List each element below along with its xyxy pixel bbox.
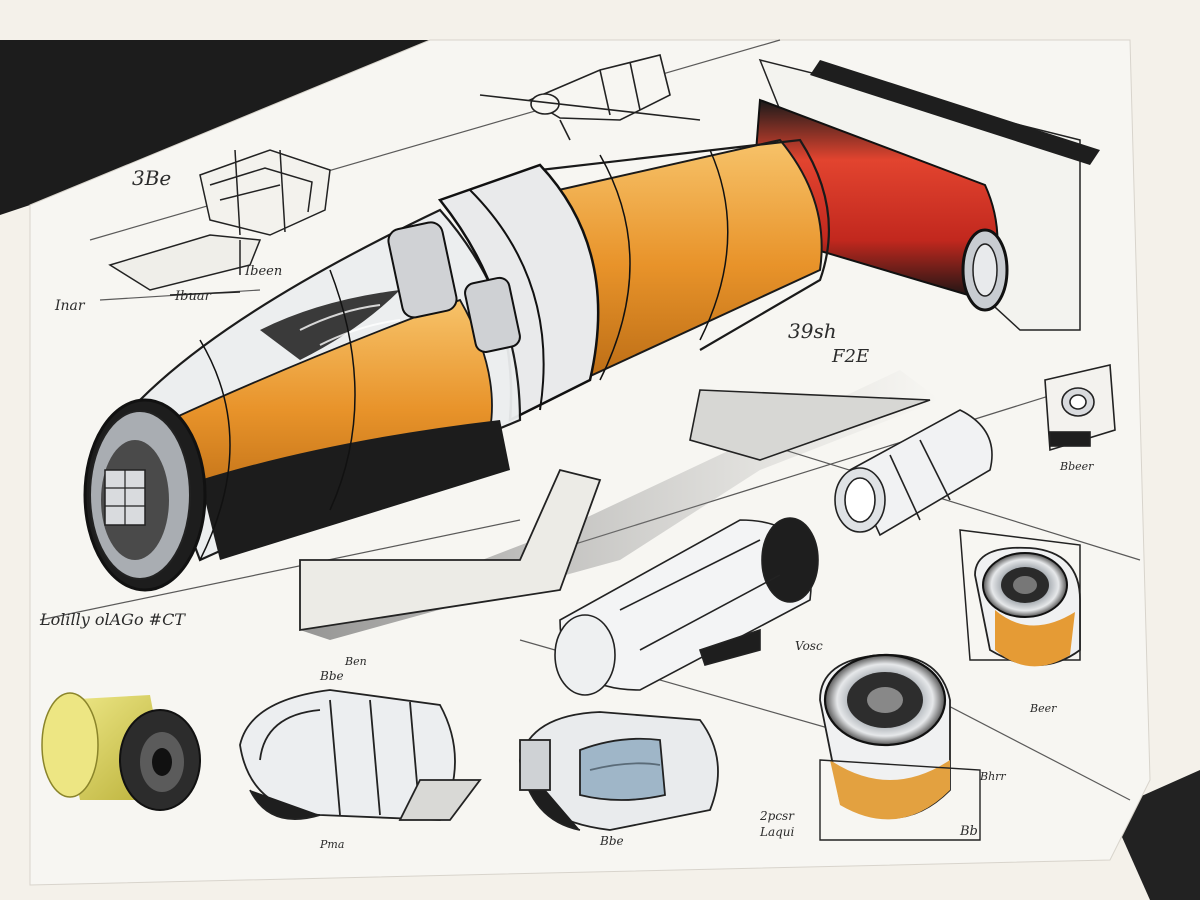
rear-red-cylinder: [748, 58, 1100, 331]
desk-dark-corner: [0, 40, 430, 215]
note-4: 39sh: [788, 319, 837, 343]
cutaway-cup-right: [959, 529, 1081, 667]
stand-base: [299, 468, 602, 632]
note-13: Pma: [319, 838, 344, 851]
note-5: F2E: [831, 346, 869, 367]
handle-sketch-left: [108, 149, 331, 296]
note-16: Laqui: [759, 825, 795, 839]
note-15: 2pcsr: [759, 809, 795, 823]
note-9: Vosc: [795, 639, 823, 653]
note-1: Ibuar: [174, 289, 212, 304]
note-3: Inar: [54, 298, 86, 314]
note-6: Lolilly olAGo #CT: [39, 610, 186, 629]
note-10: Bbeer: [1059, 460, 1094, 473]
note-11: Beer: [1029, 702, 1057, 715]
chrome-module-bottom: [239, 689, 482, 821]
main-vacuum-body: [83, 138, 830, 592]
cup-bottom-right: [819, 653, 981, 841]
note-7: Ben: [344, 655, 367, 668]
note-12: Bhrr: [979, 770, 1006, 783]
note-0: 3Be: [132, 166, 171, 190]
clear-canister: [554, 517, 819, 696]
note-14: Bbe: [599, 834, 624, 848]
note-2: Ibeen: [244, 264, 282, 279]
note-8: Bbe: [319, 669, 344, 683]
bracket-part: [1044, 364, 1116, 452]
nose-module-bottom: [519, 711, 719, 831]
note-17: Bb: [959, 824, 978, 839]
clear-filter-tube: [834, 409, 993, 537]
annotations: 3Be Ibuar Ibeen Inar 39sh F2E Lolilly ol…: [39, 166, 1094, 851]
stand-right: [689, 389, 931, 461]
yellow-roll: [41, 692, 201, 811]
nozzle-sketch-top: [479, 54, 701, 141]
